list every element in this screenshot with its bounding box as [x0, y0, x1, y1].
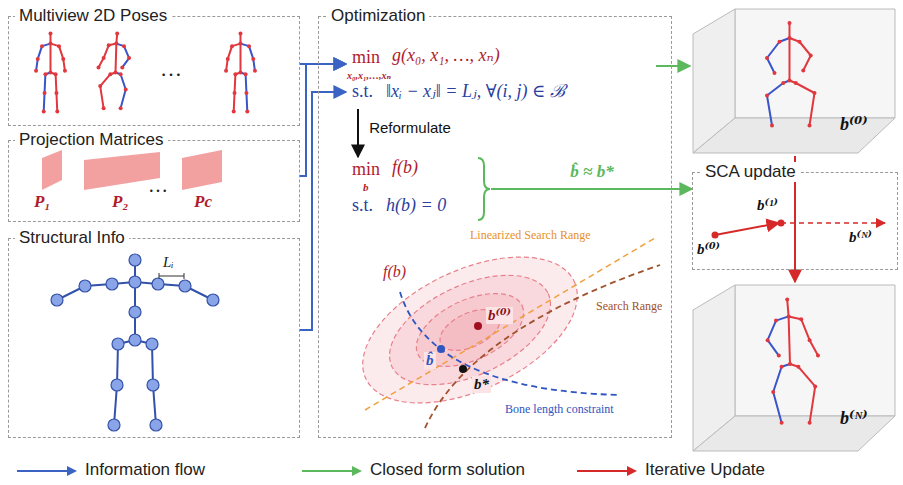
pose-3d-box: b⁽ᴺ⁾ — [690, 282, 898, 454]
node-text: b⁽⁰⁾ — [697, 241, 720, 258]
formula-block: minb f(b) s.t. h(b) = 0 — [346, 157, 491, 223]
pose-3d-box: b⁽⁰⁾ — [690, 6, 898, 156]
box-3d — [693, 9, 895, 153]
camera-plane — [182, 150, 222, 190]
legend-text: Closed form solution — [370, 460, 525, 480]
panel-heading: Projection Matrices — [15, 130, 168, 150]
legend-text: Information flow — [85, 460, 205, 480]
label-text: f(b) — [383, 263, 406, 281]
node-text: b⁽⁰⁾ — [840, 114, 868, 135]
label-text: Linearized Search Range — [470, 229, 591, 243]
node-text: b⁽ᴺ⁾ — [849, 229, 872, 246]
skeleton — [766, 298, 820, 425]
contour-plot — [340, 227, 660, 433]
panel-heading: SCA update — [701, 162, 800, 182]
box-illustration — [690, 282, 898, 454]
node-text: h(b) = 0 — [386, 195, 446, 216]
connector-arrow — [491, 188, 692, 190]
sca-panel: SCA updateb⁽⁰⁾b⁽¹⁾b⁽ᴺ⁾ — [692, 172, 898, 270]
label-text: Lᵢ — [163, 254, 174, 271]
panel-heading: Optimization — [327, 6, 429, 26]
label-text: Pc — [194, 192, 212, 212]
label-text: b̂ — [424, 352, 436, 369]
label-text: b⁽⁰⁾ — [486, 307, 513, 324]
label-text: P₁ — [34, 192, 50, 212]
node-text: min — [352, 159, 380, 180]
node-text: b — [363, 181, 369, 194]
optimization-panel: min x₀,x₁,…,xₙg(x₀, x₁, …, xₙ) s.t. ‖xᵢ − x… — [318, 16, 672, 438]
legend-text: Iterative Update — [645, 460, 765, 480]
node-text: s.t. — [352, 195, 373, 216]
node-text: b⁽¹⁾ — [757, 197, 778, 214]
connector-arrow — [357, 109, 359, 157]
label-text: … — [160, 56, 182, 81]
connector-arrow — [300, 64, 346, 176]
node-text: min — [352, 47, 380, 68]
legend-arrow — [15, 459, 79, 483]
panel-heading: Structural Info — [15, 228, 129, 248]
label-text: Search Range — [596, 300, 662, 314]
node-text: f(b) — [392, 157, 418, 178]
edge-label: b̂ ≈ b* — [567, 162, 616, 182]
node-text: b⁽ᴺ⁾ — [840, 408, 868, 429]
edge-label: Reformulate — [366, 119, 454, 136]
input-panel: Structural Info — [8, 238, 300, 438]
skeleton-structure — [51, 254, 219, 431]
node-text: g(x₀, x₁, …, xₙ) — [392, 45, 500, 66]
label-text: b* — [472, 376, 491, 393]
legend-arrow — [300, 459, 364, 483]
skeleton — [224, 31, 257, 113]
label-text: P₂ — [112, 192, 128, 212]
formula-block: min x₀,x₁,…,xₙg(x₀, x₁, …, xₙ) s.t. ‖xᵢ − x… — [346, 45, 656, 109]
skeleton — [34, 31, 67, 113]
legend-arrow — [575, 459, 639, 483]
node-text: x₀,x₁,…,xₙ — [347, 70, 391, 82]
connector-arrow — [656, 65, 690, 67]
box-3d — [693, 285, 895, 451]
input-panel: Multiview 2D Poses — [8, 16, 300, 126]
label-text: … — [148, 174, 168, 197]
connector-arrow — [300, 92, 346, 330]
camera-plane — [42, 150, 62, 190]
sca-steps — [693, 173, 899, 271]
label-text: Bone length constraint — [505, 403, 614, 417]
panel-heading: Multiview 2D Poses — [15, 6, 171, 26]
skeleton — [765, 21, 817, 128]
node-text: ‖xᵢ − xⱼ‖ = Lⱼ, ∀(i, j) ∈ ℬ — [386, 81, 565, 102]
brace — [478, 158, 490, 220]
skeleton — [97, 31, 132, 110]
node-text: s.t. — [352, 81, 373, 102]
